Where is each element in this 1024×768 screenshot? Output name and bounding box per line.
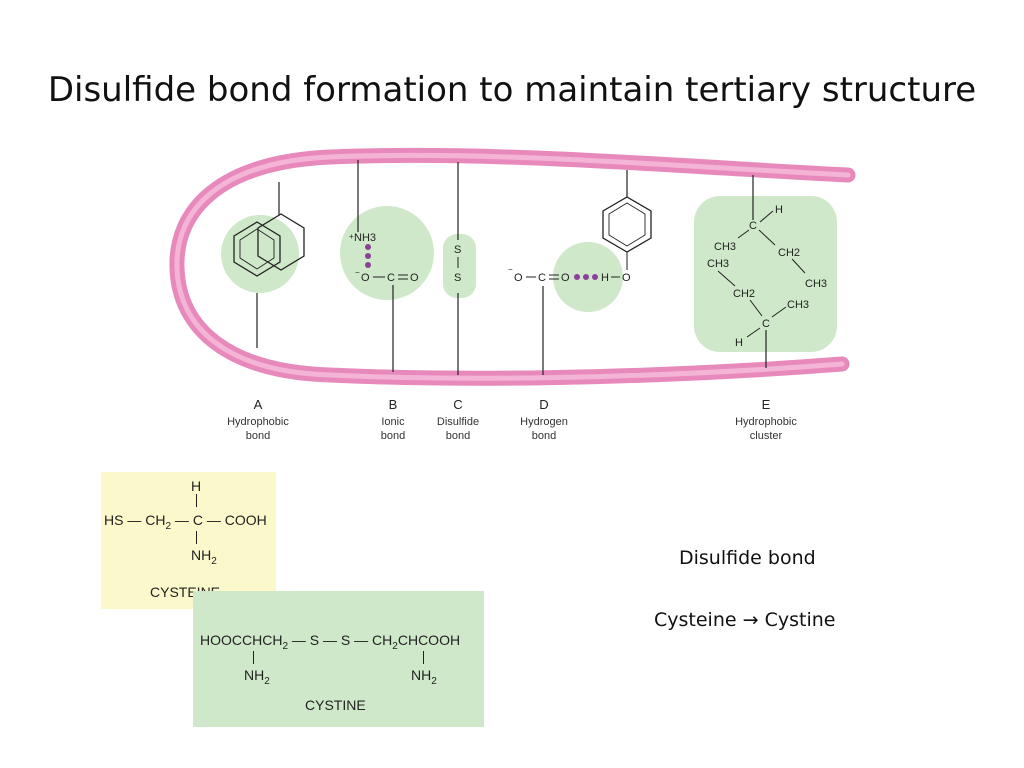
cystine-part-b: CH: [372, 632, 393, 648]
cysteine-h: H: [191, 478, 202, 494]
svg-text:−: −: [508, 265, 513, 274]
disulfide-bond-text: Disulfide bond: [679, 547, 816, 569]
cystine-s2: S: [340, 632, 351, 648]
right-arrow-icon: →: [742, 609, 759, 631]
sulfur-top: S: [454, 244, 461, 256]
hb-c: C: [538, 272, 546, 284]
e-ch3-b: CH3: [805, 278, 827, 290]
cystine-box: [193, 591, 484, 727]
slide-title: Disulfide bond formation to maintain ter…: [47, 70, 977, 110]
cysteine-formula: HS — CH2 — C — COOH: [104, 512, 267, 532]
cysteine-c: C: [192, 512, 203, 528]
hydrogen-bond-d: − O C O H O: [508, 170, 652, 375]
caption-letter-c: C: [453, 397, 462, 412]
hb-h: H: [601, 272, 609, 284]
hb-o3: O: [622, 272, 631, 284]
cysteine-nh2: NH2: [191, 547, 217, 567]
caption-letter-a: A: [254, 397, 263, 412]
caption-d-line1: Hydrogen: [520, 416, 568, 428]
hydrophobic-bond-a: [221, 182, 305, 348]
svg-text:+: +: [349, 232, 354, 241]
cysteine-to-cystine-text: Cysteine → Cystine: [654, 609, 835, 631]
cystine-nh-right: NH: [411, 667, 432, 683]
e-ch3-c: CH3: [707, 258, 729, 270]
e-c-bottom: C: [762, 318, 770, 330]
hb-o: O: [514, 272, 523, 284]
e-h-bottom: H: [735, 337, 743, 349]
cystine-s1: S: [309, 632, 320, 648]
cystine-part-c: CHCOOH: [397, 632, 461, 648]
ionic-o: O: [361, 272, 370, 284]
caption-d-line2: bond: [532, 430, 556, 442]
cysteine-bond-up: [196, 494, 197, 507]
cysteine-nh: NH: [191, 547, 212, 563]
caption-letter-e: E: [762, 397, 771, 412]
cystine-nh-left: NH: [244, 667, 265, 683]
caption-letter-b: B: [389, 397, 398, 412]
caption-b-line1: Ionic: [381, 416, 405, 428]
hydrophobic-cluster-e: H C CH3 CH2 CH3 CH3 CH2 CH3 C H: [694, 175, 837, 368]
cystine-bond-left: [253, 651, 254, 664]
cysteine-box: [101, 472, 276, 609]
caption-e-line1: Hydrophobic: [735, 416, 797, 428]
svg-text:−: −: [355, 268, 360, 277]
caption-c-line2: bond: [446, 430, 470, 442]
bond-captions: A Hydrophobic bond B Ionic bond C Disulf…: [227, 397, 797, 442]
cysteine-cooh: COOH: [224, 512, 267, 528]
cystine-nh2-left: NH2: [244, 667, 270, 687]
cysteine-hs: HS: [104, 512, 124, 528]
ionic-c: C: [387, 272, 395, 284]
e-ch3-d: CH3: [787, 299, 809, 311]
e-h-top: H: [775, 204, 783, 216]
cystine-word: Cystine: [764, 609, 836, 631]
cystine-part-a: HOOCCHCH: [200, 632, 283, 648]
nh3-label: NH3: [354, 232, 376, 244]
sulfur-bottom: S: [454, 272, 461, 284]
disulfide-bond-c: S S: [443, 162, 476, 375]
cystine-label: CYSTINE: [305, 697, 366, 713]
caption-b-line2: bond: [381, 430, 405, 442]
e-c-top: C: [749, 220, 757, 232]
caption-letter-d: D: [539, 397, 548, 412]
cysteine-word: Cysteine: [654, 609, 737, 631]
caption-a-line1: Hydrophobic: [227, 416, 289, 428]
caption-e-line2: cluster: [750, 430, 783, 442]
e-ch3-a: CH3: [714, 241, 736, 253]
e-ch2-b: CH2: [733, 288, 755, 300]
e-ch2-a: CH2: [778, 247, 800, 259]
ionic-bond-b: + NH3 − O C O: [340, 160, 434, 372]
cystine-formula: HOOCCHCH2 — S — S — CH2CHCOOH: [200, 632, 461, 652]
cystine-nh2-right: NH2: [411, 667, 437, 687]
cystine-bond-right: [423, 651, 424, 664]
caption-c-line1: Disulfide: [437, 416, 479, 428]
cysteine-ch2: CH: [145, 512, 166, 528]
hb-o2: O: [561, 272, 570, 284]
cysteine-bond-down: [196, 531, 197, 544]
caption-a-line2: bond: [246, 430, 270, 442]
ionic-o2: O: [410, 272, 419, 284]
